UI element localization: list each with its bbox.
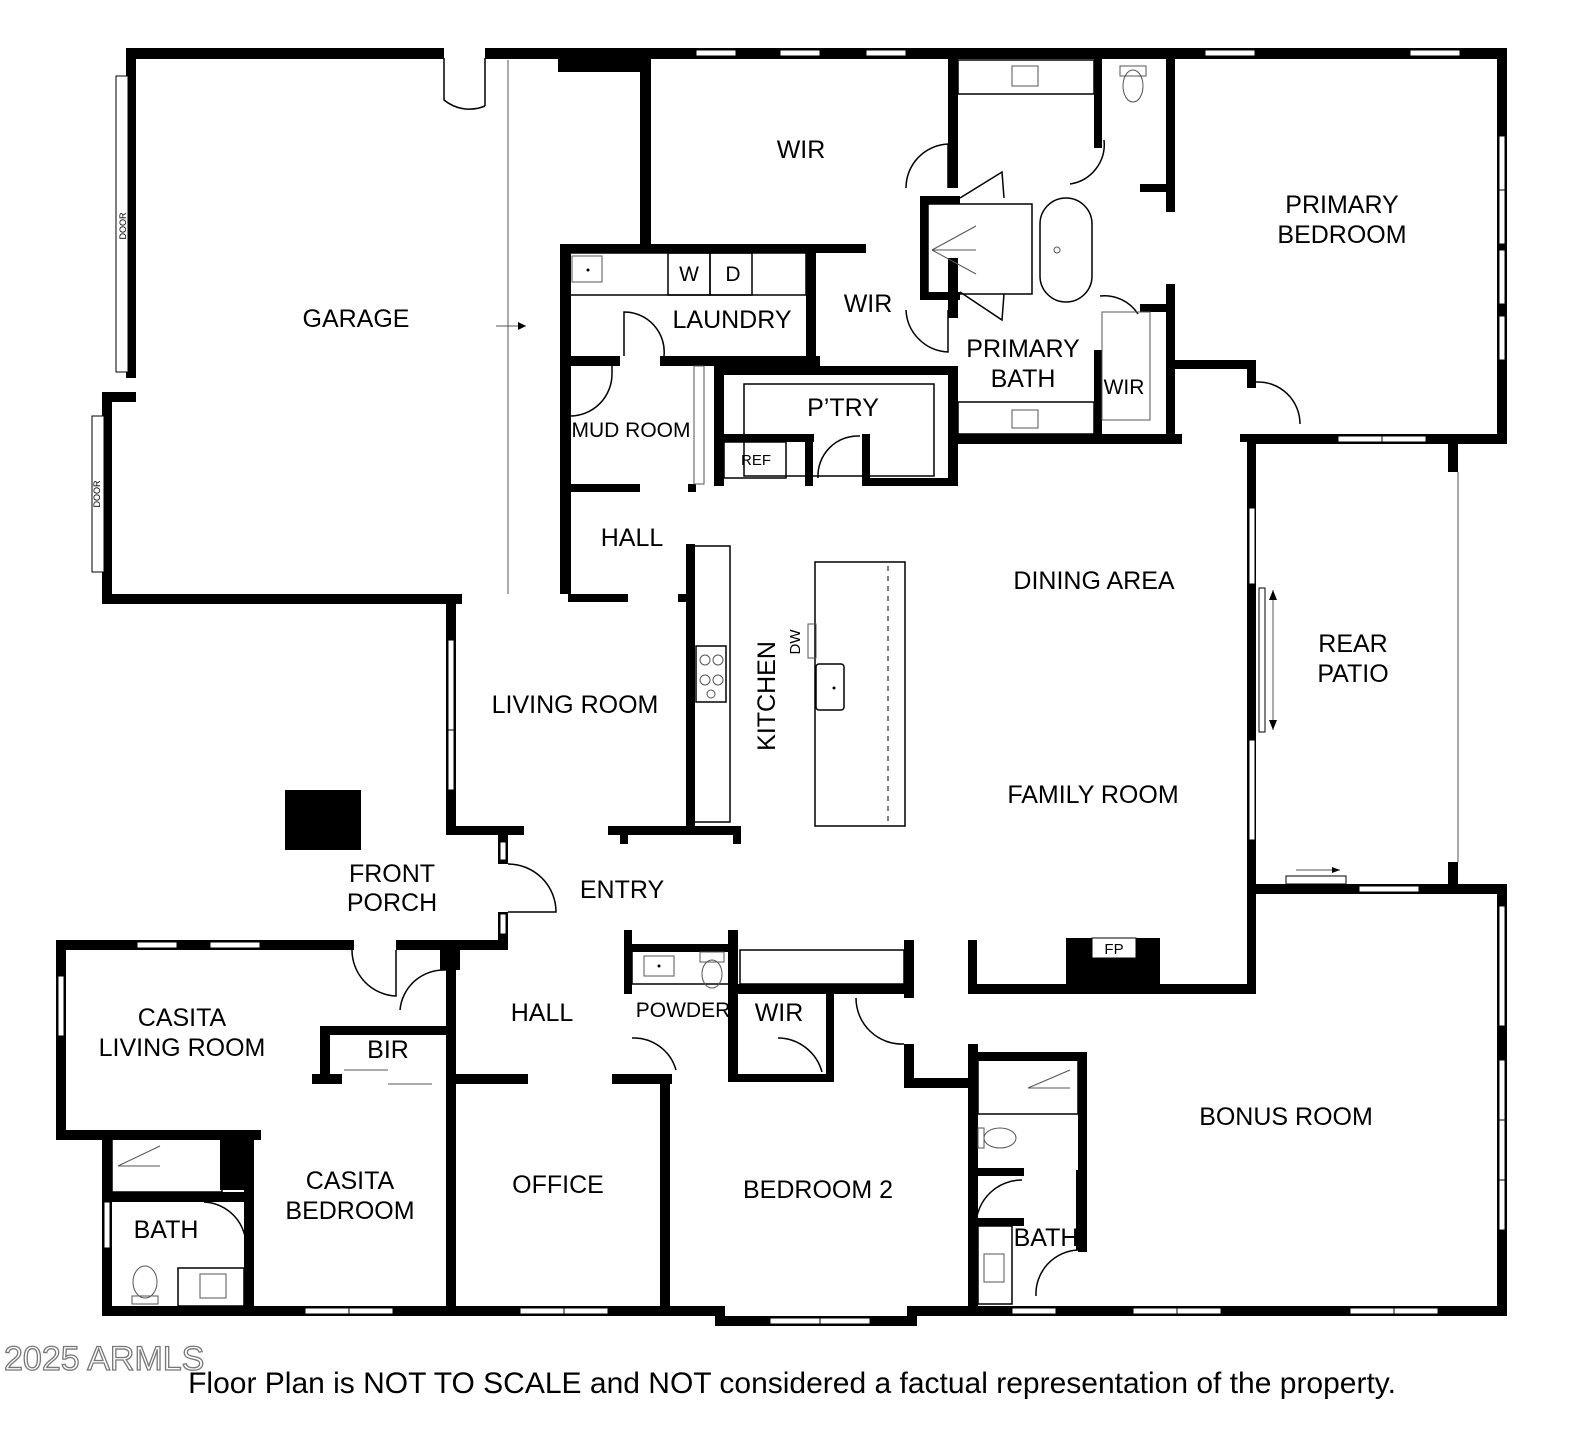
garage-door-label-2: DOOR	[92, 480, 102, 508]
label-casita-bedroom-1: CASITA	[306, 1167, 395, 1195]
label-office: OFFICE	[512, 1171, 604, 1199]
label-ref: REF	[741, 452, 771, 469]
label-laundry: LAUNDRY	[672, 306, 791, 334]
label-bath-bonus: BATH	[1014, 1224, 1079, 1252]
label-wir-bath: WIR	[1104, 376, 1145, 399]
label-front-porch-1: FRONT	[349, 860, 435, 888]
interior-walls	[112, 58, 1256, 1316]
label-dw: DW	[787, 629, 804, 655]
label-fp: FP	[1104, 941, 1123, 958]
label-hall-top: HALL	[601, 524, 664, 552]
label-casita-bedroom-2: BEDROOM	[285, 1197, 414, 1225]
label-dryer: D	[725, 263, 740, 286]
label-primary-bedroom-2: BEDROOM	[1277, 221, 1406, 249]
fixtures	[111, 59, 1347, 1307]
label-bath-casita: BATH	[134, 1216, 199, 1244]
label-wir-top: WIR	[777, 136, 826, 164]
label-rear-patio-1: REAR	[1318, 630, 1387, 658]
label-wir-mid: WIR	[844, 290, 893, 318]
label-powder: POWDER	[636, 999, 731, 1022]
label-bedroom-2: BEDROOM 2	[743, 1176, 893, 1204]
label-dining-area: DINING AREA	[1013, 567, 1174, 595]
label-front-porch-2: PORCH	[347, 889, 437, 917]
label-primary-bedroom-1: PRIMARY	[1285, 191, 1399, 219]
label-primary-bath-1: PRIMARY	[966, 335, 1080, 363]
label-kitchen: KITCHEN	[753, 641, 781, 751]
label-rear-patio-2: PATIO	[1317, 660, 1388, 688]
label-pantry: P’TRY	[807, 394, 879, 422]
disclaimer: Floor Plan is NOT TO SCALE and NOT consi…	[188, 1367, 1396, 1400]
label-bir: BIR	[367, 1036, 409, 1064]
label-family-room: FAMILY ROOM	[1007, 781, 1178, 809]
label-casita-living-1: CASITA	[138, 1004, 227, 1032]
room-labels: GARAGE WIR LAUNDRY W D WIR PRIMARY BEDRO…	[99, 136, 1407, 1252]
door-swings	[203, 58, 1459, 1297]
windows	[57, 49, 1506, 1325]
label-wir-bottom: WIR	[755, 999, 804, 1027]
label-hall-bottom: HALL	[511, 999, 574, 1027]
label-bonus-room: BONUS ROOM	[1199, 1103, 1373, 1131]
label-mud-room: MUD ROOM	[572, 419, 691, 442]
watermark: 2025 ARMLS	[4, 1340, 204, 1378]
label-casita-living-2: LIVING ROOM	[99, 1034, 266, 1062]
label-living-room: LIVING ROOM	[492, 691, 659, 719]
label-washer: W	[679, 263, 699, 286]
label-primary-bath-2: BATH	[991, 365, 1056, 393]
garage-door-label-1: DOOR	[118, 212, 128, 240]
label-garage: GARAGE	[303, 305, 410, 333]
label-entry: ENTRY	[580, 876, 665, 904]
